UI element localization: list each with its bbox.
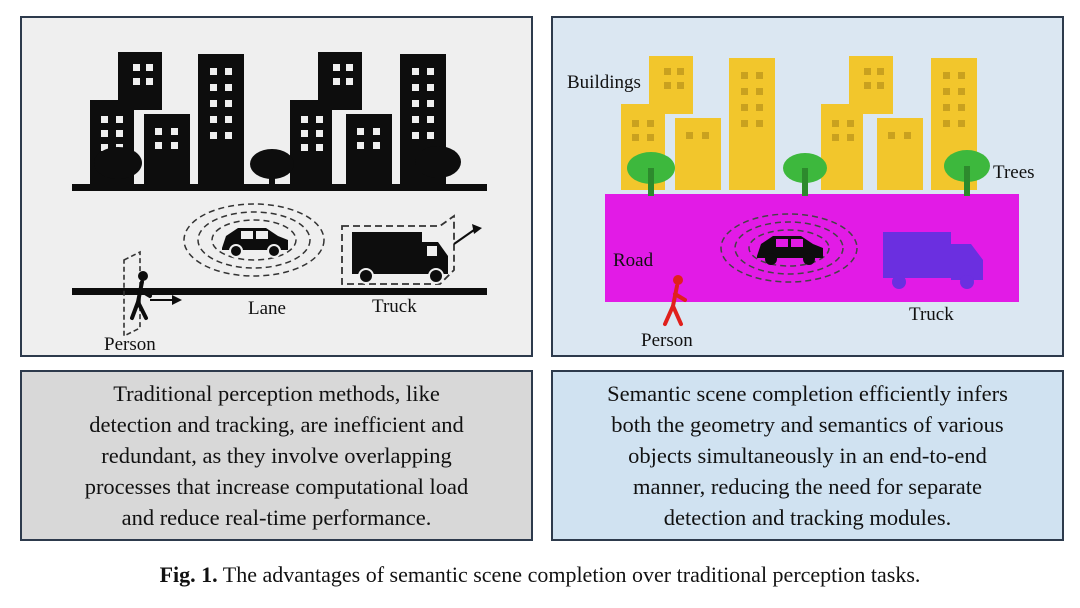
- trees: [94, 146, 461, 187]
- semantic-buildings: [621, 56, 977, 190]
- semantic-car: [757, 236, 823, 265]
- figure-number: Fig. 1.: [159, 562, 218, 587]
- truck-bounding-box: [341, 214, 482, 285]
- description-line: both the geometry and semantics of vario…: [611, 412, 1004, 437]
- semantic-truck-label: Truck: [909, 304, 954, 325]
- description-line: processes that increase computational lo…: [84, 474, 469, 499]
- description-line: and reduce real-time performance.: [121, 505, 432, 530]
- traditional-scene-drawing: [72, 52, 487, 338]
- car-tracking-rings: [183, 203, 325, 277]
- person-label: Person: [104, 334, 156, 355]
- semantic-scene-drawing: [605, 56, 1019, 326]
- description-line: Traditional perception methods, like: [113, 381, 440, 406]
- semantic-scene-illustration: Buildings Trees Road Truck Person: [551, 16, 1064, 357]
- semantic-person: [663, 275, 687, 326]
- car: [222, 228, 288, 258]
- description-line: manner, reducing the need for separate: [633, 474, 982, 499]
- semantic-truck: [883, 232, 983, 289]
- semantic-person-label: Person: [641, 330, 693, 351]
- description-line: objects simultaneously in an end-to-end: [628, 443, 987, 468]
- truck-label: Truck: [372, 296, 417, 317]
- figure-caption: Fig. 1. The advantages of semantic scene…: [0, 562, 1080, 588]
- caption-text: The advantages of semantic scene complet…: [217, 562, 921, 587]
- upper-road-edge: [72, 184, 487, 191]
- lane-label: Lane: [248, 298, 286, 319]
- traditional-perception-illustration: Lane Truck Person: [20, 16, 533, 357]
- semantic-trees: [627, 150, 990, 196]
- traditional-perception-description: Traditional perception methods, like det…: [20, 370, 533, 541]
- road-label: Road: [613, 250, 654, 271]
- semantic-building-windows: [632, 68, 965, 141]
- building-windows: [101, 64, 434, 151]
- semantic-car-rings: [720, 213, 858, 283]
- trees-label: Trees: [993, 162, 1035, 183]
- lower-road-edge: [72, 288, 487, 295]
- description-line: detection and tracking, are inefficient …: [89, 412, 464, 437]
- description-line: Semantic scene completion efficiently in…: [607, 381, 1008, 406]
- description-line: redundant, as they involve overlapping: [101, 443, 452, 468]
- traditional-description-text: Traditional perception methods, like det…: [22, 372, 531, 539]
- buildings-label: Buildings: [567, 72, 641, 93]
- person-bounding-box: [123, 250, 182, 338]
- semantic-completion-description: Semantic scene completion efficiently in…: [551, 370, 1064, 541]
- semantic-description-text: Semantic scene completion efficiently in…: [553, 372, 1062, 539]
- description-line: detection and tracking modules.: [663, 505, 952, 530]
